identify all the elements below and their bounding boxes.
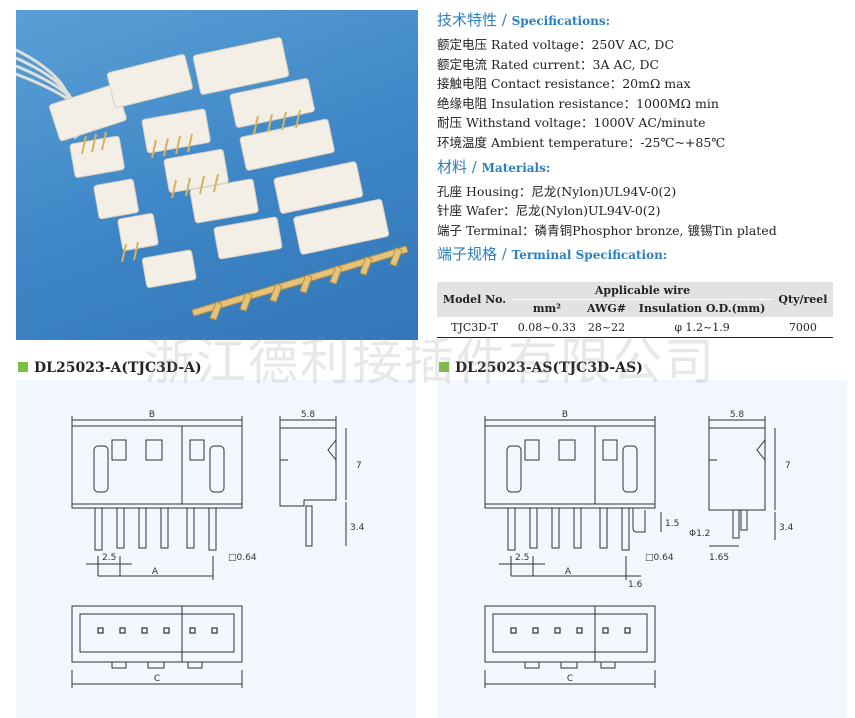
heading-separator: / [471, 157, 477, 176]
col-applicable-wire: Applicable wire [512, 282, 773, 300]
cell-model: TJC3D-T [437, 317, 513, 338]
col-insulation: Insulation O.D.(mm) [631, 299, 773, 318]
width-label: 5.8 [301, 410, 316, 420]
heading-cn: 材料 [437, 157, 468, 176]
heading-separator: / [501, 11, 507, 29]
col-model: Model No. [437, 282, 513, 318]
heading-en: Terminal Specification: [511, 248, 668, 263]
hole-offset-label: 1.65 [709, 553, 729, 563]
material-housing: 孔座 Housing：尼龙(Nylon)UL94V-0(2) [437, 183, 677, 199]
spec-insulation-resistance: 绝缘电阻 Insulation resistance：1000MΩ min [437, 95, 719, 111]
offset-label: 1.6 [628, 580, 643, 590]
specifications-heading: 技术特性 / Specifications: [437, 10, 847, 31]
spec-withstand-voltage: 耐压 Withstand voltage：1000V AC/minute [437, 115, 706, 131]
hole-diameter-label: Φ1.2 [689, 529, 710, 539]
spec-list: 额定电压 Rated voltage：250V AC, DC 额定电流 Rate… [437, 35, 847, 153]
left-model-title: DL25023-A(TJC3D-A) [18, 360, 202, 376]
material-terminal: 端子 Terminal：磷青铜Phosphor bronze, 镀锡Tin pl… [437, 222, 777, 238]
pin-length-label: 3.4 [779, 523, 794, 533]
connectors-illustration [16, 37, 409, 321]
col-qty: Qty/reel [772, 282, 833, 318]
dim-A-label: A [565, 567, 572, 577]
bend-label: 1.5 [665, 519, 679, 529]
pin-size-label: □0.64 [228, 553, 257, 563]
heading-cn: 端子规格 [437, 245, 498, 264]
specifications-section: 技术特性 / Specifications: 额定电压 Rated voltag… [437, 10, 847, 265]
spec-rated-current: 额定电流 Rated current：3A AC, DC [437, 56, 660, 72]
materials-heading: 材料 / Materials: [437, 157, 847, 178]
dim-C-label: C [567, 674, 573, 684]
material-wafer: 针座 Wafer：尼龙(Nylon)UL94V-0(2) [437, 203, 661, 219]
product-photo [16, 10, 418, 340]
table-row: TJC3D-T 0.08~0.33 28~22 φ 1.2~1.9 7000 [437, 317, 833, 338]
heading-cn: 技术特性 [437, 11, 498, 29]
spec-ambient-temperature: 环境温度 Ambient temperature：-25℃~+85℃ [437, 134, 726, 150]
pitch-label: 2.5 [102, 553, 116, 563]
left-model-title-text: DL25023-A(TJC3D-A) [34, 360, 202, 376]
pin-length-label: 3.4 [350, 523, 365, 533]
heading-en: Specifications: [511, 14, 611, 28]
green-marker-icon [18, 362, 28, 372]
width-label: 5.8 [730, 410, 745, 420]
dim-B-label: B [562, 410, 568, 420]
right-model-title-text: DL25023-AS(TJC3D-AS) [455, 360, 643, 376]
pin-size-label: □0.64 [645, 553, 674, 563]
heading-en: Materials: [481, 160, 551, 175]
heading-separator: / [501, 245, 507, 264]
cell-qty: 7000 [772, 317, 833, 338]
terminal-heading: 端子规格 / Terminal Specification: [437, 244, 847, 265]
dim-A-label: A [152, 567, 159, 577]
spec-rated-voltage: 额定电压 Rated voltage：250V AC, DC [437, 37, 675, 52]
left-technical-drawing: B 2.5 □0.64 A C 5.8 7 3.4 [71, 410, 365, 688]
col-awg: AWG# [581, 299, 632, 318]
col-mm2: mm² [512, 299, 582, 318]
right-model-title: DL25023-AS(TJC3D-AS) [439, 360, 643, 376]
height-label: 7 [785, 461, 791, 471]
materials-list: 孔座 Housing：尼龙(Nylon)UL94V-0(2) 针座 Wafer：… [437, 182, 847, 241]
cell-insulation: φ 1.2~1.9 [631, 317, 773, 338]
right-technical-drawing: B 2.5 □0.64 A 1.6 1.5 C 5.8 7 3.4 Φ1.2 1… [484, 410, 794, 688]
cell-mm2: 0.08~0.33 [512, 317, 582, 338]
green-marker-icon [439, 362, 449, 372]
height-label: 7 [356, 461, 362, 471]
dim-C-label: C [154, 674, 160, 684]
spec-contact-resistance: 接触电阻 Contact resistance：20mΩ max [437, 76, 691, 92]
pitch-label: 2.5 [515, 553, 529, 563]
cell-awg: 28~22 [581, 317, 632, 338]
terminal-spec-table: Model No. Applicable wire Qty/reel mm² A… [437, 282, 833, 338]
dim-B-label: B [149, 410, 155, 420]
